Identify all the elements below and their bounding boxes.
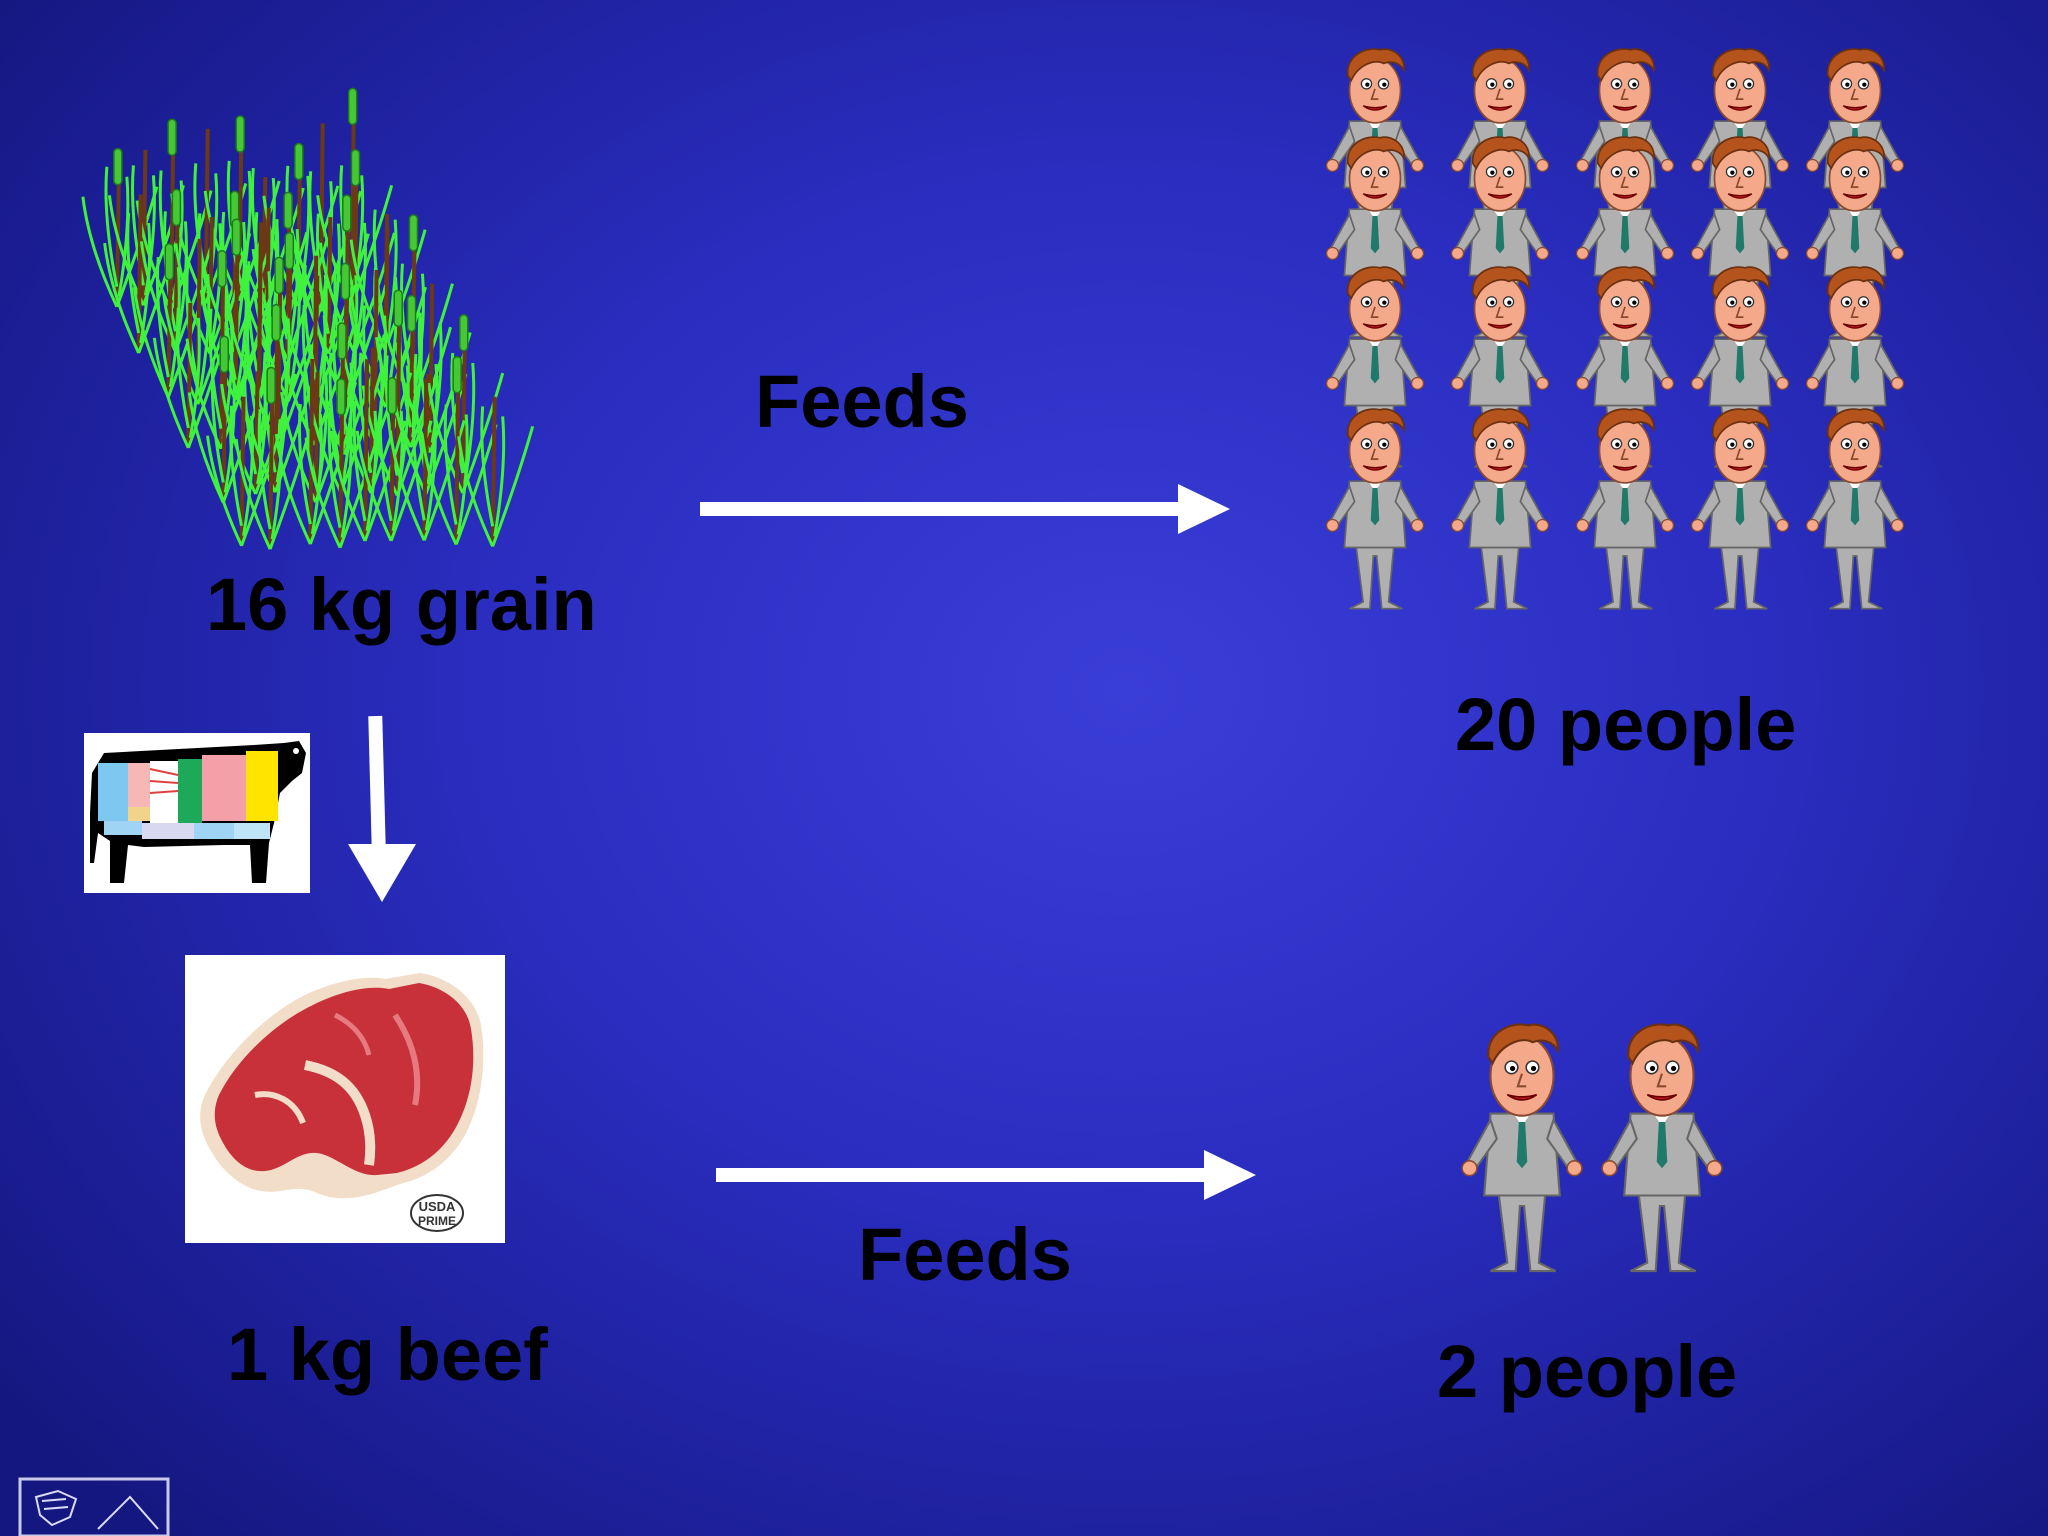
cartoon-man-icon xyxy=(1805,408,1905,610)
people-20-label: 20 people xyxy=(1455,683,1797,766)
slide-navigation-icon[interactable] xyxy=(18,1477,170,1536)
cartoon-man-icon xyxy=(1690,408,1790,610)
feeds-label-bottom: Feeds xyxy=(858,1213,1072,1296)
cow-cuts-diagram-icon xyxy=(90,741,306,883)
usda-stamp-line1: USDA xyxy=(419,1199,456,1214)
cartoon-man-icon xyxy=(1325,408,1425,610)
arrow-right-bottom xyxy=(716,1150,1256,1200)
grain-stalk xyxy=(427,314,505,494)
grain-field-icon xyxy=(81,87,535,550)
grain-label: 16 kg grain xyxy=(206,563,597,646)
cartoon-man-icon xyxy=(1575,408,1675,610)
cow-cuts-card xyxy=(84,733,310,893)
usda-stamp-line2: PRIME xyxy=(418,1214,456,1228)
beef-steak-icon: USDA PRIME xyxy=(200,973,484,1232)
people-group-2 xyxy=(1461,1023,1723,1273)
beef-label: 1 kg beef xyxy=(227,1313,548,1396)
arrow-down xyxy=(348,715,416,902)
grain-stalk xyxy=(457,396,535,547)
people-group-20 xyxy=(1325,48,1905,610)
feeds-label-top: Feeds xyxy=(755,360,969,443)
beef-steak-card: USDA PRIME xyxy=(185,955,505,1243)
grain-stalk xyxy=(355,377,433,542)
cartoon-man-icon xyxy=(1601,1023,1723,1273)
people-2-label: 2 people xyxy=(1437,1330,1738,1413)
cartoon-man-icon xyxy=(1450,408,1550,610)
grain-stalk xyxy=(152,302,230,449)
arrow-right-top xyxy=(700,484,1230,534)
grain-stalk xyxy=(305,322,383,494)
cartoon-man-icon xyxy=(1461,1023,1583,1273)
grain-stalk xyxy=(187,335,265,504)
